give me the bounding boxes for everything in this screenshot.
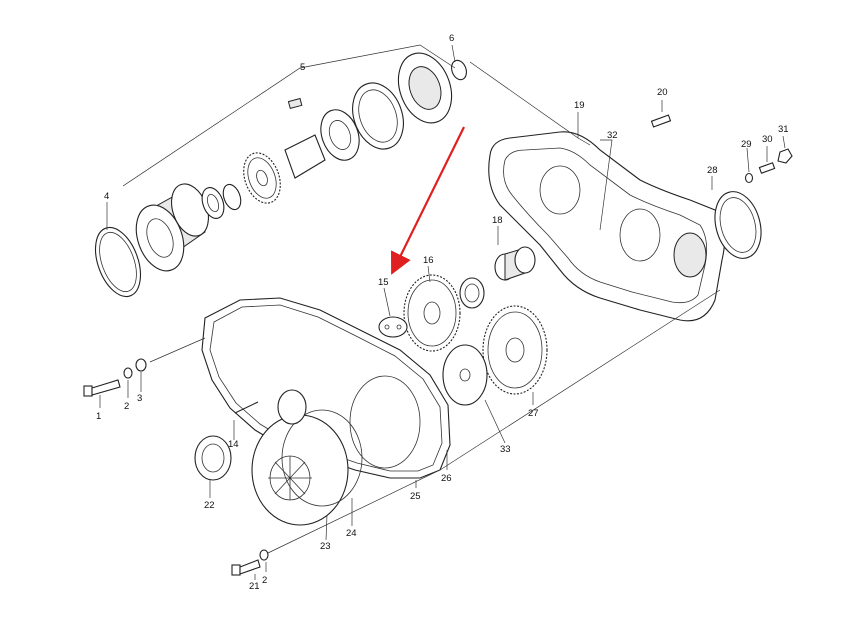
callout-22: 22 [204,500,215,511]
callout-5: 5 [300,62,305,73]
plate-33 [442,344,488,406]
gear-16 [403,274,461,352]
callout-14: 14 [228,439,239,450]
spacer-plate [352,82,404,150]
callout-27: 27 [528,408,539,419]
bolt-1 [83,379,121,397]
timing-case [488,131,726,322]
pump-gear [243,152,281,204]
bearing-left [201,183,242,219]
callout-19: 19 [574,100,585,111]
callout-21: 21 [249,581,260,592]
callout-25: 25 [410,491,421,502]
bearing-cover [397,52,453,124]
washer-2 [123,367,133,379]
callout-2-lower: 2 [262,575,267,586]
hub-18 [494,246,536,281]
washer-29 [744,172,754,184]
pump-shaft [284,97,326,179]
callout-23: 23 [320,541,331,552]
gear-27 [482,305,548,395]
pin-14 [234,401,259,414]
callout-3: 3 [137,393,142,404]
stud-30 [758,162,776,174]
pump-housing [135,183,210,272]
bushing [459,277,485,309]
seal-ring [277,389,307,425]
callout-26: 26 [441,473,452,484]
callout-15: 15 [378,277,389,288]
nut-31 [777,148,793,164]
o-ring-6 [451,59,467,81]
callout-4: 4 [104,191,109,202]
highlight-arrow [390,126,465,275]
callout-16: 16 [423,255,434,266]
leader-lines [99,44,786,580]
seal-22 [194,435,232,481]
callout-6: 6 [449,33,454,44]
washer-2b [259,549,269,561]
callout-28: 28 [707,165,718,176]
callout-24: 24 [346,528,357,539]
callout-31: 31 [778,124,789,135]
washer-3 [135,358,147,372]
bearing-right [320,109,360,161]
gasket-28 [714,191,762,259]
bolt-21 [231,559,261,576]
callout-2: 2 [124,401,129,412]
callout-32: 32 [607,130,618,141]
callout-30: 30 [762,134,773,145]
pin-20 [650,114,672,128]
callout-33: 33 [500,444,511,455]
callout-1: 1 [96,411,101,422]
callout-18: 18 [492,215,503,226]
gasket-4 [94,226,142,298]
washer-15 [378,316,408,338]
callout-29: 29 [741,139,752,150]
callout-20: 20 [657,87,668,98]
